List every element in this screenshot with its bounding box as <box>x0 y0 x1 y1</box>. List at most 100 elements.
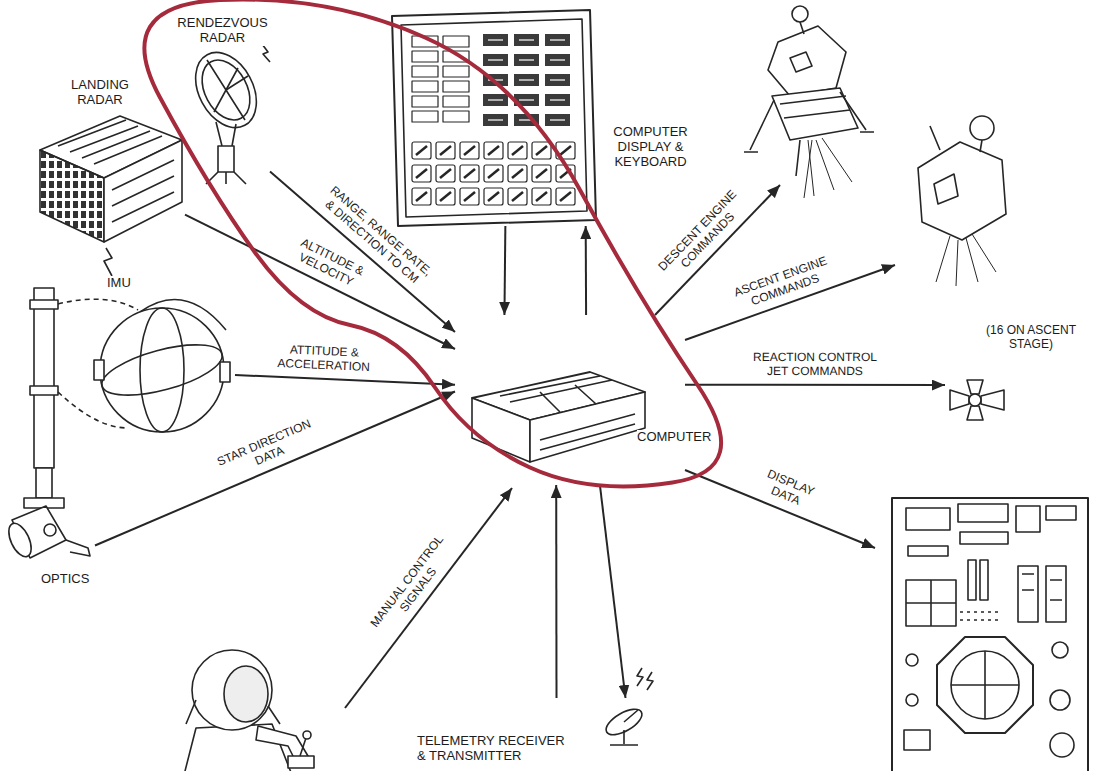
rendezvous-radar-drawing <box>262 44 270 62</box>
imu-drawing <box>140 308 184 432</box>
astronaut-drawing <box>192 650 272 730</box>
lunar-module-descent-drawing <box>768 26 846 96</box>
optics-drawing <box>66 540 90 556</box>
display-panel-drawing <box>1022 574 1062 600</box>
thruster-drawing <box>967 380 983 394</box>
rendezvous-radar-drawing <box>183 42 268 138</box>
signal-label: ATTITUDE & ACCELERATION <box>273 343 374 375</box>
thruster-drawing <box>967 406 983 420</box>
display-panel-drawing <box>1052 642 1068 658</box>
antenna-drawing <box>602 668 653 745</box>
landing-radar-drawing <box>104 248 112 276</box>
lunar-module-ascent-drawing <box>934 174 958 204</box>
display-panel-drawing <box>1046 506 1076 520</box>
signal-label: STAR DIRECTION DATA <box>212 416 322 484</box>
display-panel-drawing <box>1050 733 1074 757</box>
display-panel-drawing <box>904 730 930 750</box>
signal-label: MANUAL CONTROL SIGNALS <box>367 531 459 640</box>
antenna-drawing <box>610 710 638 745</box>
signal-label: REACTION CONTROL JET COMMANDS <box>750 351 880 379</box>
rendezvous-radar-drawing <box>216 122 236 146</box>
signal-label: DISPLAY DATA <box>754 466 822 515</box>
signal-arrow <box>503 226 506 315</box>
antenna-drawing <box>637 668 653 690</box>
radar-unit: RENDEZVOUS RADAR <box>175 50 270 185</box>
display-panel-drawing <box>906 580 956 626</box>
astronaut-drawing <box>300 738 306 756</box>
display-panel-drawing <box>960 532 1008 544</box>
keyboard-drawing <box>410 140 578 209</box>
astronaut-drawing <box>186 700 280 724</box>
landing-radar-drawing <box>112 160 174 222</box>
component-label: TELEMETRY RECEIVER & TRANSMITTER <box>417 734 571 764</box>
display-panel-drawing <box>1016 506 1040 532</box>
rendezvous-radar-drawing <box>218 146 234 172</box>
signal-arrow <box>585 226 587 315</box>
signal-arrow <box>345 488 512 708</box>
imu-drawing <box>30 386 58 395</box>
imu-drawing <box>30 288 230 468</box>
radar-unit: LANDING RADAR <box>35 112 185 247</box>
display-panel-drawing <box>937 637 1033 733</box>
display-panel-drawing <box>980 560 988 600</box>
display-panel-drawing <box>958 504 1008 522</box>
signal-label: DESCENT ENGINE COMMANDS <box>654 185 753 286</box>
thruster-drawing <box>950 380 1004 420</box>
lunar-module-ascent-drawing <box>930 126 982 152</box>
lunar-module-descent-drawing <box>744 6 874 198</box>
rendezvous-radar-drawing <box>226 76 248 90</box>
thruster-drawing <box>969 394 981 406</box>
optics-unit: OPTICS <box>5 470 95 568</box>
lunar-module-ascent-drawing <box>918 142 1006 240</box>
component-label: COMPUTER DISPLAY & KEYBOARD <box>603 125 698 170</box>
imu-drawing <box>100 308 224 432</box>
imu-drawing <box>97 335 227 406</box>
signal-arrow <box>270 172 455 333</box>
component-label: OPTICS <box>41 572 89 587</box>
lunar-module-ascent-drawing <box>936 234 996 286</box>
highlight-ellipse <box>144 0 721 486</box>
display-panel-drawing <box>951 651 1019 719</box>
display-panel-drawing <box>906 508 950 530</box>
keyboard-drawing <box>392 10 596 226</box>
signal-arrow <box>95 392 455 546</box>
landing-radar-drawing <box>40 116 182 276</box>
imu-drawing <box>30 300 58 309</box>
astronaut-drawing <box>303 731 311 739</box>
component-label: (16 ON ASCENT STAGE) <box>983 324 1079 352</box>
signal-arrow <box>235 375 455 385</box>
lunar-module-descent-drawing <box>790 52 812 72</box>
display-panel-drawing <box>906 580 956 626</box>
lunar-module-descent-drawing <box>804 138 852 198</box>
component-label: LANDING RADAR <box>60 78 140 108</box>
keyboard-drawing <box>392 10 596 226</box>
imu-unit: IMU <box>85 298 235 438</box>
signal-arrow <box>685 384 945 386</box>
astronaut-drawing <box>184 650 314 771</box>
computer-drawing <box>540 414 635 450</box>
display-panel-drawing <box>968 560 976 600</box>
lunar-module-ascent-drawing <box>970 116 994 140</box>
rendezvous-radar-drawing <box>192 52 259 128</box>
lunar-module-descent-drawing <box>800 22 804 34</box>
computer-drawing <box>530 392 645 462</box>
imu-drawing <box>58 299 138 310</box>
computer-drawing <box>500 376 612 412</box>
lunar-module-descent-drawing <box>772 88 858 140</box>
rendezvous-radar-drawing <box>206 172 246 184</box>
thruster-drawing <box>981 390 1004 410</box>
thruster-cluster: (16 ON ASCENT STAGE) <box>945 378 1010 422</box>
display-panel-drawing <box>906 694 918 706</box>
antenna-unit: TELEMETRY RECEIVER & TRANSMITTER <box>545 698 660 748</box>
astronaut-drawing <box>224 666 268 722</box>
display-panel-drawing <box>1046 566 1066 622</box>
display-panel-drawing <box>908 546 948 556</box>
signal-label: ALTITUDE & VELOCITY <box>287 234 371 294</box>
thruster-drawing <box>950 390 969 410</box>
lunar-module-descent-drawing <box>780 96 850 118</box>
display-panel-drawing <box>892 498 1088 771</box>
component-label: IMU <box>107 276 131 291</box>
optics-drawing <box>36 468 52 498</box>
astronaut-drawing <box>288 756 314 768</box>
